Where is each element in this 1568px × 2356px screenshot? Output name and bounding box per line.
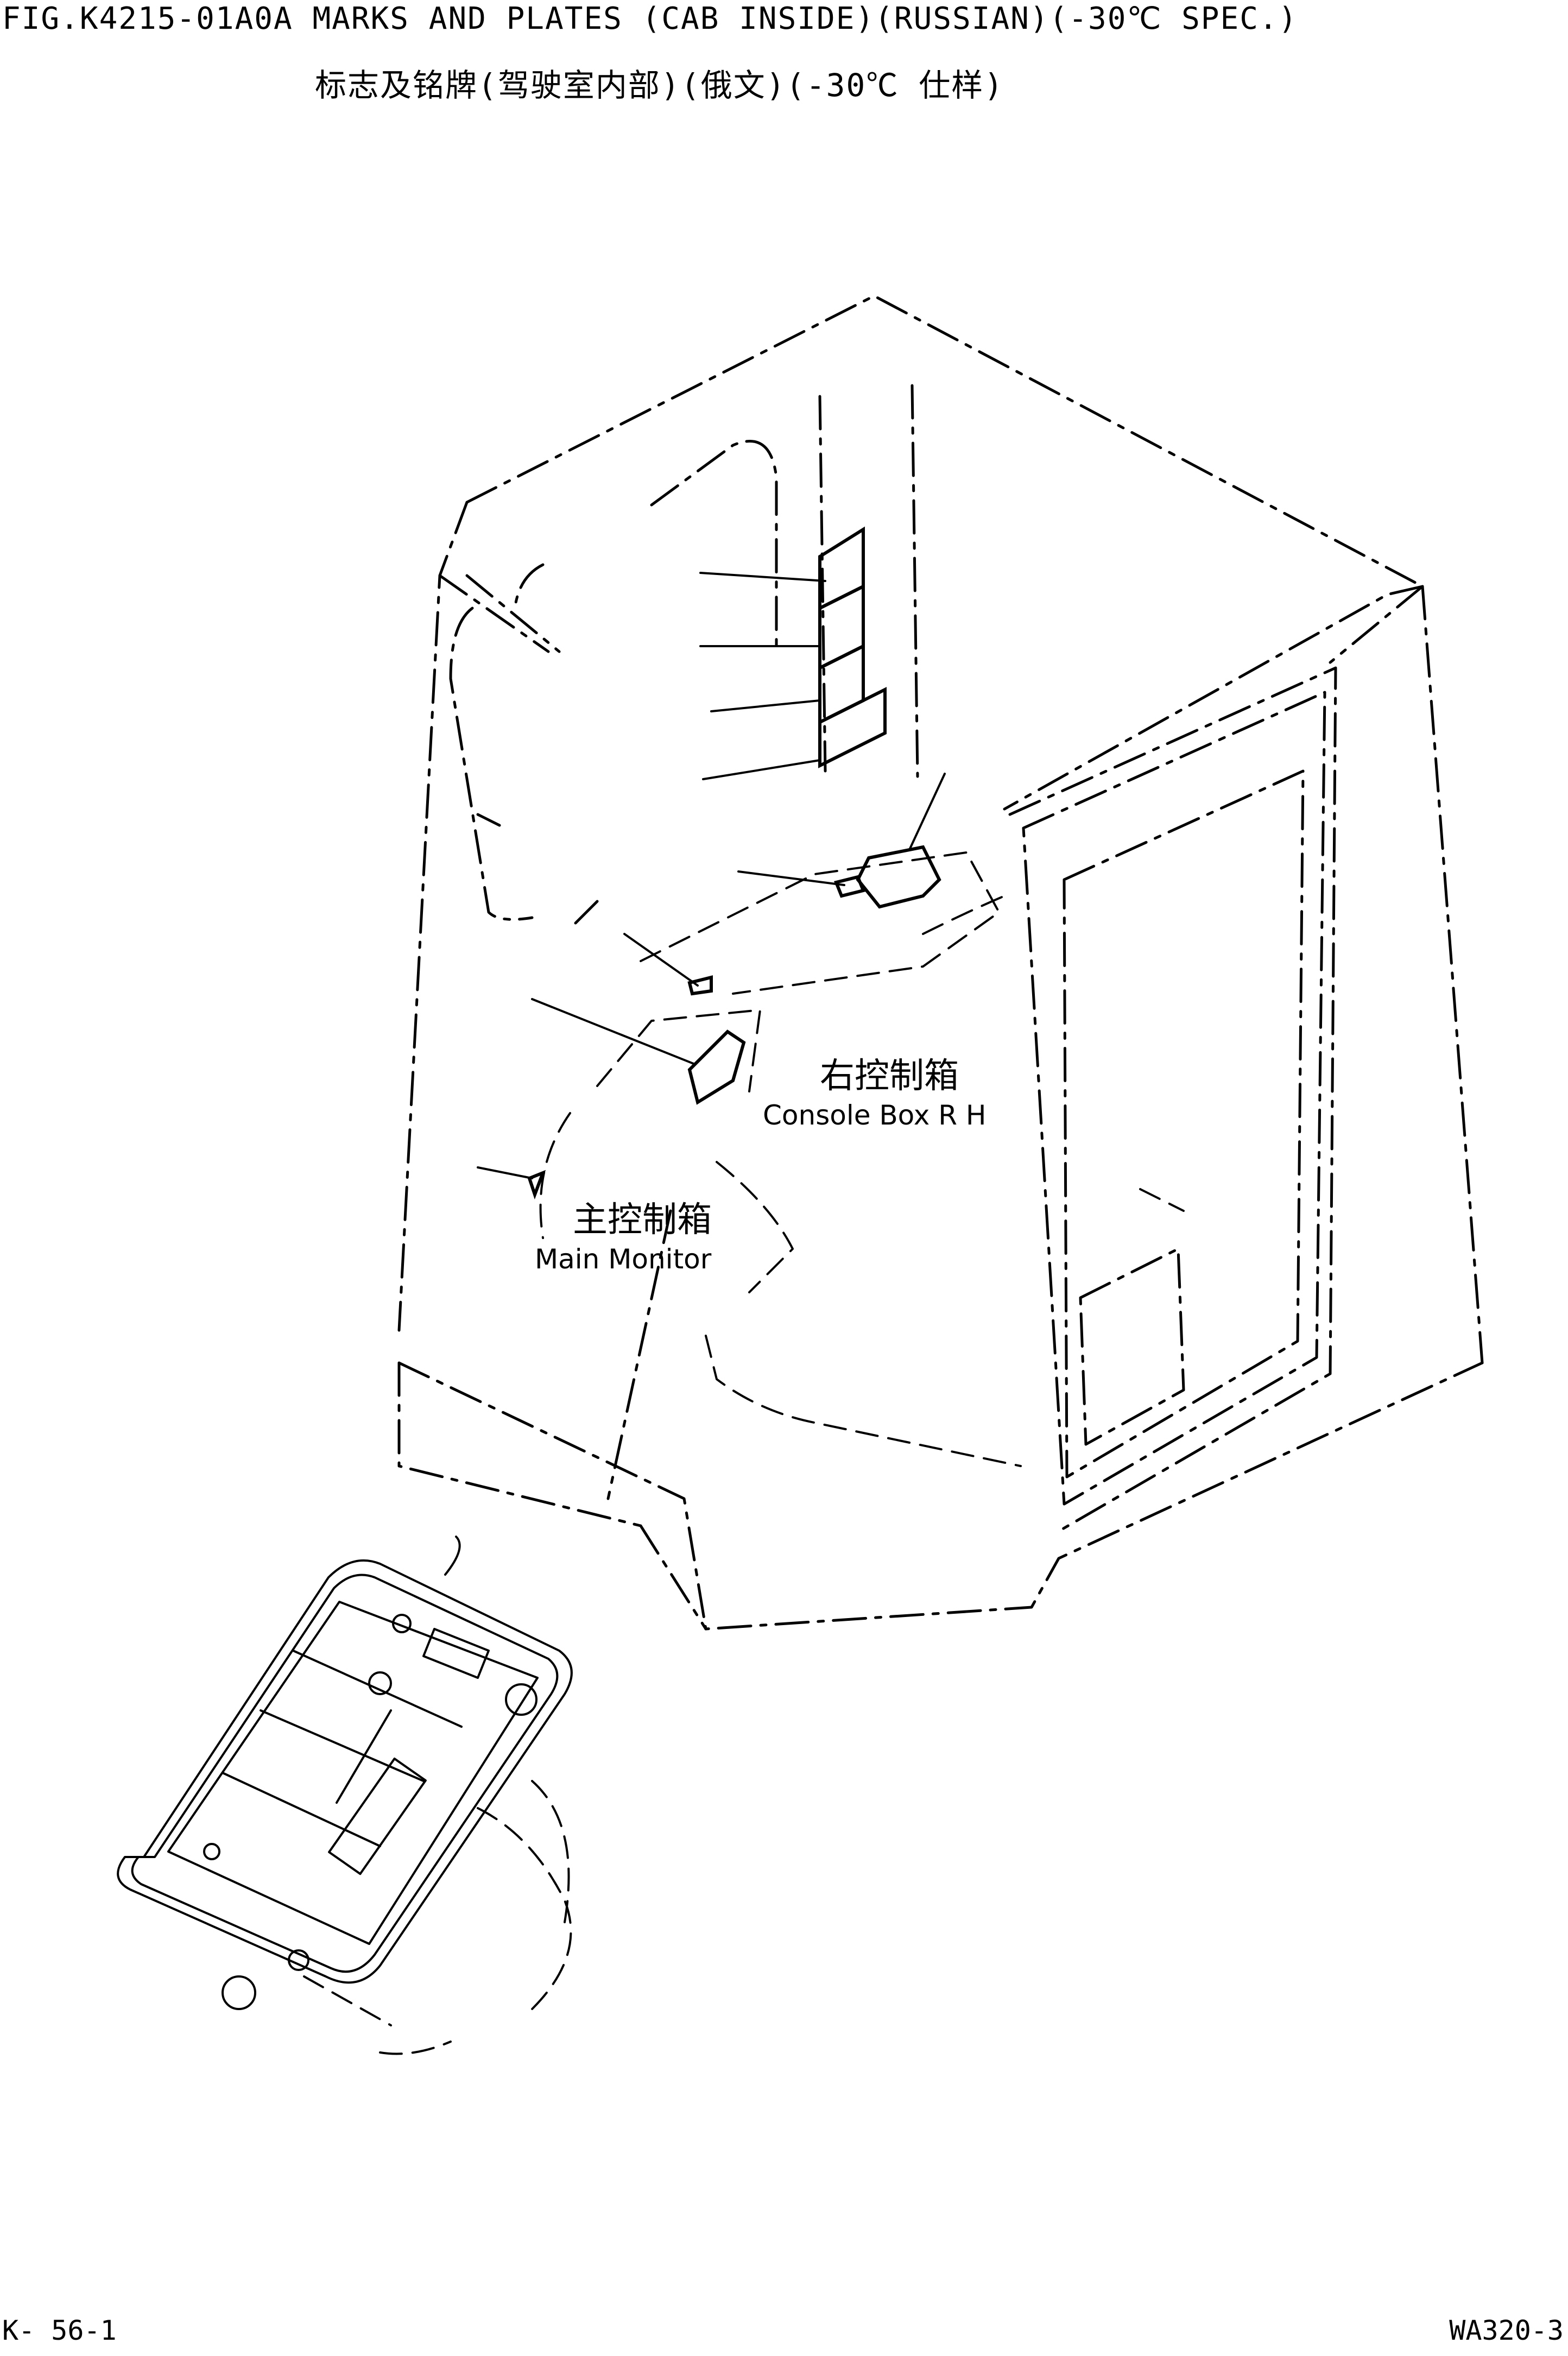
right-door <box>1008 666 1337 1533</box>
plate-top-console <box>856 845 941 909</box>
main-monitor-label-cn: 主控制箱 <box>573 1200 712 1240</box>
plate-small-1 <box>687 975 713 996</box>
console-area <box>539 851 1185 1467</box>
figure-subtitle: 标志及铭牌(驾驶室内部)(俄文)(-30℃ 仕样) <box>315 67 1004 104</box>
decal-plates <box>527 526 941 1199</box>
plate-tag <box>527 1170 546 1199</box>
plate-monitor <box>687 1029 746 1105</box>
model-code: WA320-3 <box>1449 2315 1564 2346</box>
plate-small-2 <box>833 875 866 898</box>
monitor-panel <box>117 1536 573 2055</box>
main-monitor-label-en: Main Monitor <box>535 1243 712 1275</box>
console-box-rh-label-cn: 右控制箱 <box>820 1056 959 1096</box>
console-box-rh-label-en: Console Box R H <box>763 1100 987 1131</box>
page-code: K- 56-1 <box>2 2315 117 2346</box>
leader-lines <box>477 572 946 1179</box>
plate-4 <box>818 687 887 768</box>
cab-outline <box>397 294 1484 1631</box>
figure-title: FIG.K4215-01A0A MARKS AND PLATES (CAB IN… <box>2 1 1298 36</box>
